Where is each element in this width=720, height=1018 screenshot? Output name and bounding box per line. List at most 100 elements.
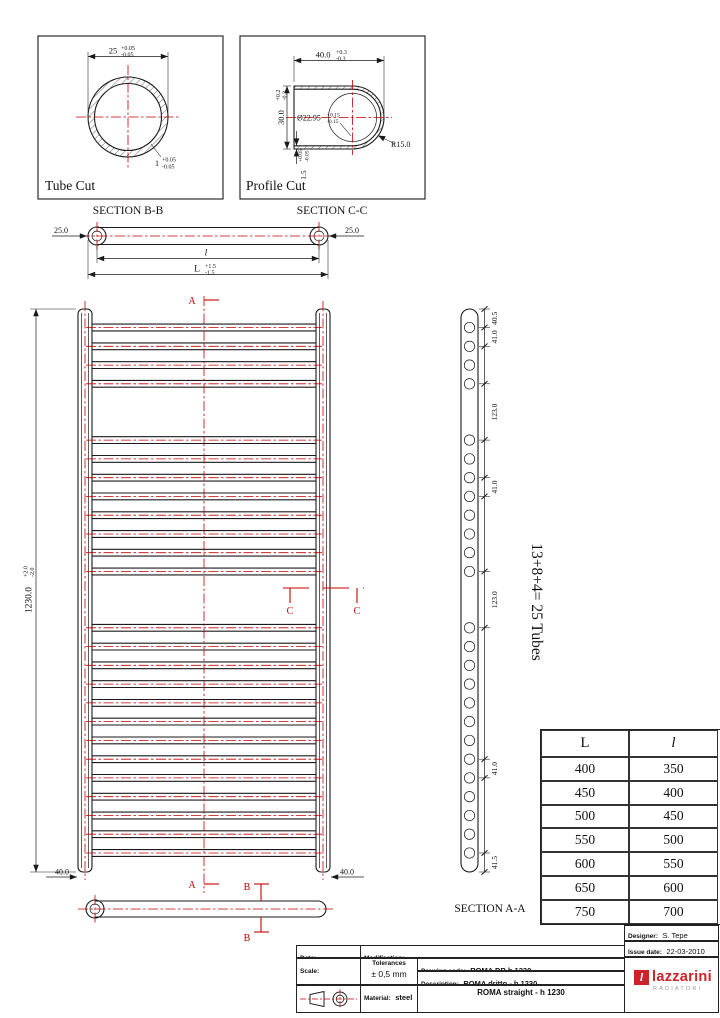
side-dim-label: 41.5 bbox=[490, 856, 499, 869]
tolerances-value: ± 0,5 mm bbox=[371, 969, 407, 979]
size-table-cell: 750 bbox=[541, 899, 629, 924]
size-table-cell: 500 bbox=[629, 828, 718, 853]
side-tube-circle bbox=[463, 321, 476, 334]
dim-tol: +0.15 bbox=[327, 113, 340, 119]
profile-bore-dimension: Ø22.95 +0.15 -0.15 bbox=[297, 113, 352, 137]
profile-cut-border bbox=[239, 35, 426, 200]
side-dim-text: 123.0 bbox=[490, 403, 499, 420]
side-tube-circle bbox=[463, 509, 476, 521]
tube-cut-title: Tube Cut bbox=[45, 178, 95, 193]
col-header-L: L bbox=[541, 730, 629, 757]
dim-tick bbox=[481, 305, 488, 313]
profile-width-dimension: 40.0 +0.3 -0.3 bbox=[293, 50, 385, 113]
dim-tick bbox=[481, 568, 488, 575]
dim-tick bbox=[481, 756, 488, 763]
dim-tol: -0.05 bbox=[305, 150, 311, 162]
bottom-view: B B bbox=[78, 882, 334, 944]
side-tube-circle bbox=[463, 847, 476, 859]
dim-tol: +0.05 bbox=[121, 46, 135, 52]
lazzarini-logo-icon: l bbox=[634, 969, 649, 985]
tube-dia-dimension: 25 +0.05 -0.05 bbox=[87, 46, 169, 112]
front-view: A A C C 1230.0 +2.0 -2.0 40.0 40.0 bbox=[24, 296, 364, 893]
material-box: Material: steel bbox=[360, 985, 418, 1013]
side-dim-label: 41.0 bbox=[490, 762, 499, 775]
profile-height-dimension: 30.0 +0.2 -0.2 bbox=[276, 85, 291, 150]
side-tube-circle bbox=[463, 809, 476, 822]
title-block: Designer: S. Tepe Issue date: 22-03-2010… bbox=[296, 925, 720, 1013]
dim-tol: +0.2 bbox=[276, 90, 282, 101]
dim-text: Ø22.95 bbox=[297, 114, 321, 123]
marker-a-top: A bbox=[188, 296, 196, 307]
side-dim-text: 123.0 bbox=[490, 591, 499, 608]
side-tube-circle bbox=[463, 528, 476, 540]
side-tube-circle bbox=[463, 734, 476, 746]
size-table-cell: 400 bbox=[629, 780, 718, 805]
side-tube-circle bbox=[463, 547, 476, 559]
logo-box: l lazzarini RADIATORI bbox=[624, 957, 719, 1013]
issue-date-value: 22-03-2010 bbox=[666, 947, 705, 956]
dim-text: 40.0 bbox=[55, 868, 69, 877]
dim-tick bbox=[481, 380, 488, 387]
dim-tol: -2.0 bbox=[30, 568, 36, 578]
side-tube-circle bbox=[463, 340, 476, 352]
side-tube-circle bbox=[463, 565, 476, 578]
dim-text: R15.0 bbox=[391, 140, 410, 149]
tube-cut-border bbox=[37, 35, 224, 200]
profile-radius-dimension: R15.0 bbox=[377, 135, 410, 149]
material-label: Material: bbox=[364, 995, 391, 1002]
size-table-cell: 650 bbox=[541, 875, 629, 900]
side-tube-circle bbox=[463, 772, 476, 784]
description-alt-value: ROMA straight - h 1230 bbox=[477, 988, 565, 997]
side-dim-label: 41.0 bbox=[490, 330, 499, 343]
tubes-count-note: 13+8+4= 25 Tubes bbox=[528, 543, 545, 661]
overall-length-dimension: L +1.5 -1.5 bbox=[87, 240, 329, 279]
side-tube-circle bbox=[463, 828, 476, 840]
tube-cut-panel: 25 +0.05 -0.05 1 +0.05 -0.05 Tube Cut bbox=[37, 35, 224, 200]
size-table-cell: 550 bbox=[629, 852, 718, 876]
scale-box: Scale: bbox=[296, 958, 361, 985]
side-tube-circle bbox=[463, 659, 476, 671]
side-dim-text: 41.0 bbox=[490, 480, 499, 493]
dim-text: 1230.0 bbox=[25, 587, 35, 613]
height-dimension: 1230.0 +2.0 -2.0 bbox=[24, 308, 76, 873]
dim-text: 25.0 bbox=[54, 226, 68, 235]
side-tube-circle bbox=[463, 716, 476, 728]
centers-dimension: l bbox=[96, 246, 320, 263]
material-value: steel bbox=[395, 993, 413, 1002]
cap-dimension-right: 25.0 bbox=[329, 226, 364, 239]
dim-text: 25.0 bbox=[345, 226, 359, 235]
size-table-cell: 500 bbox=[541, 804, 629, 829]
size-table-cell: 400 bbox=[541, 757, 629, 781]
lazzarini-logo-subtext: RADIATORI bbox=[653, 986, 703, 992]
dim-tick bbox=[481, 324, 488, 331]
size-table-cell: 350 bbox=[629, 757, 718, 781]
dim-tol: -0.15 bbox=[327, 119, 339, 125]
side-strip bbox=[460, 308, 479, 873]
dim-tick bbox=[481, 493, 488, 500]
side-dim-label: 123.0 bbox=[490, 591, 499, 608]
dim-text: 1 bbox=[155, 159, 159, 168]
dim-tol: +0.05 bbox=[298, 149, 304, 162]
side-tube-circle bbox=[463, 378, 476, 390]
dim-text: 30.0 bbox=[276, 110, 286, 125]
dim-tol: +0.05 bbox=[162, 158, 176, 164]
side-dim-text: 41.5 bbox=[490, 856, 499, 869]
marker-c-right: C bbox=[354, 606, 361, 617]
tolerances-label: Tolerances bbox=[372, 960, 406, 967]
projection-symbol bbox=[300, 989, 357, 1009]
description-label: Description: bbox=[421, 981, 459, 985]
section-bb-label: SECTION B-B bbox=[93, 205, 164, 217]
description-box: Description: ROMA dritto - h 1230 bbox=[417, 971, 625, 985]
dim-tol: +2.0 bbox=[24, 566, 30, 577]
side-dim-label: 123.0 bbox=[490, 403, 499, 420]
tube-wall-dimension: 1 +0.05 -0.05 bbox=[150, 143, 176, 171]
side-tube-circle bbox=[463, 472, 476, 484]
offset-dimensions: 40.0 40.0 bbox=[46, 868, 364, 880]
section-b-markers: B B bbox=[244, 882, 269, 944]
plan-view: 25.0 25.0 l L +1.5 -1.5 bbox=[52, 222, 364, 279]
size-table-cell: 550 bbox=[541, 828, 629, 853]
dim-tol: +1.5 bbox=[205, 264, 216, 270]
section-aa-label: SECTION A-A bbox=[454, 903, 526, 915]
dim-text: 1.5 bbox=[299, 170, 308, 180]
